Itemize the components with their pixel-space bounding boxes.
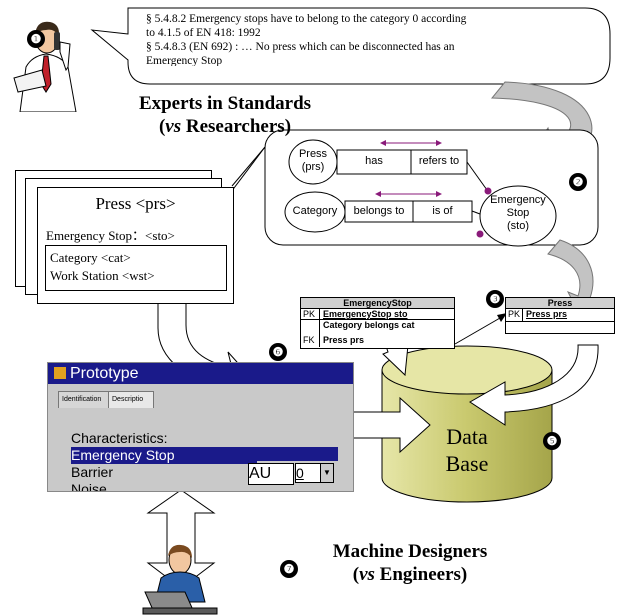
list-item-emergency-stop[interactable]: Emergency Stop (71, 447, 257, 464)
expert-figure-icon (13, 21, 77, 112)
card-subbox: Category <cat> Work Station <wst> (45, 245, 227, 291)
experts-line-2: (vs Researchers) (158, 116, 292, 137)
marker-3: ❸ (486, 290, 504, 308)
bubble-line-1: § 5.4.8.2 Emergency stops have to belong… (146, 13, 467, 25)
is-of-label: is of (432, 205, 453, 217)
has-box (336, 149, 468, 175)
designer-figure-icon (142, 544, 218, 615)
card-category: Category <cat> (50, 250, 131, 265)
er-fk-field: Press prs (323, 335, 365, 345)
tab-description[interactable]: Descriptio (108, 391, 154, 408)
marker-1: ❶ (27, 30, 45, 48)
er-press-pk-field: Press prs (526, 309, 568, 319)
marker-5: ❺ (543, 432, 561, 450)
card-workstation: Work Station <wst> (50, 268, 155, 283)
bubble-line-3: § 5.4.8.3 (EN 692) : … No press which ca… (146, 41, 455, 53)
database-label: Data Base (445, 424, 489, 476)
dot-upper (484, 187, 492, 195)
er-emergency-title: EmergencyStop (301, 298, 454, 309)
designers-line-2: (vs Engineers) (352, 564, 468, 585)
er-press-title: Press (506, 298, 614, 309)
prototype-titlebar: Prototype (48, 363, 353, 384)
value-field[interactable]: AU (248, 463, 294, 485)
experts-line-1: Experts in Standards (138, 93, 312, 114)
card-title: Press <prs> (95, 194, 176, 213)
bubble-line-2: to 4.1.5 of EN 418: 1992 (146, 27, 261, 39)
er-fk-label: FK (303, 335, 315, 345)
er-mid-field: Category belongs cat (323, 320, 415, 330)
emergency-stop-node (479, 185, 557, 247)
marker-2: ❷ (569, 173, 587, 191)
chevron-down-icon[interactable]: ▼ (320, 463, 334, 483)
designers-label: Machine Designers (vs Engineers) (310, 540, 510, 586)
characteristics-label: Characteristics: (71, 430, 168, 446)
list-item-noise[interactable]: Noise (71, 481, 107, 492)
er-emergency-table: EmergencyStop PK EmergencyStop sto Categ… (300, 297, 455, 349)
er-pk-field: EmergencyStop sto (323, 309, 408, 319)
list-item-barrier[interactable]: Barrier (71, 464, 114, 480)
marker-6: ❻ (269, 343, 287, 361)
category-node-label: Category (292, 205, 338, 217)
designers-line-1: Machine Designers (332, 541, 488, 562)
card-emergency: Emergency Stop：<sto> (46, 228, 175, 243)
press-node-label: Press (prs) (298, 148, 328, 173)
prototype-window: Prototype Identification Descriptio Char… (47, 362, 354, 492)
er-press-pk-label: PK (508, 309, 521, 319)
speech-bubble (90, 7, 611, 85)
has-label: has (365, 155, 383, 167)
app-icon (54, 367, 66, 379)
experts-label: Experts in Standards (vs Researchers) (125, 92, 325, 138)
prototype-title: Prototype (70, 365, 139, 382)
emergency-stop-node-label: Emergency Stop (sto) (490, 194, 546, 232)
er-press-table: Press PK Press prs (505, 297, 615, 334)
refers-to-label: refers to (418, 155, 460, 167)
value-select[interactable]: 0 (295, 463, 321, 483)
er-pk-label: PK (303, 309, 316, 319)
marker-7: ❼ (280, 560, 298, 578)
dot-lower (476, 230, 484, 238)
belongs-to-label: belongs to (353, 205, 405, 217)
bubble-line-4: Emergency Stop (146, 55, 223, 66)
tab-identification[interactable]: Identification (58, 391, 110, 408)
card-front: Press <prs> Emergency Stop：<sto> Categor… (37, 187, 234, 304)
bubble-text: § 5.4.8.2 Emergency stops have to belong… (146, 12, 606, 66)
arrow-press-to-db (469, 344, 599, 426)
